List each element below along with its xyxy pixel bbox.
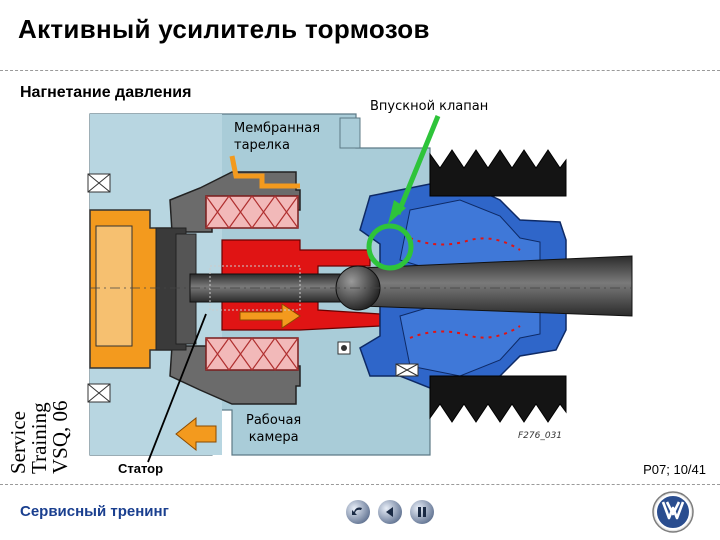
back-button[interactable]	[346, 500, 370, 524]
vw-logo	[652, 491, 694, 533]
stator-leader-line	[147, 313, 207, 463]
side-caption: Service Training VSQ, 06	[6, 400, 72, 474]
orange-cylinder	[87, 173, 173, 403]
prev-icon	[386, 507, 393, 517]
label-diaphragm-plate: Мембранная тарелка	[234, 121, 321, 153]
valve-details	[337, 341, 419, 377]
page-title: Активный усилитель тормозов	[18, 14, 430, 44]
coil-bottom	[205, 337, 299, 371]
footer-title: Сервисный тренинг	[20, 503, 169, 520]
label-stator: Статор	[118, 461, 164, 476]
inlet-valve-highlight	[366, 115, 441, 271]
prev-button[interactable]	[378, 500, 402, 524]
slide-number: P07; 10/41	[643, 462, 706, 477]
flow-arrow	[175, 416, 217, 452]
title-divider	[0, 70, 720, 72]
label-working-chamber: Рабочая камера	[246, 413, 302, 445]
valve-springs	[409, 237, 521, 339]
pause-icon	[418, 507, 426, 517]
push-rod	[90, 255, 633, 317]
bellows-boot	[429, 149, 567, 423]
page-subtitle: Нагнетание давления	[20, 84, 192, 101]
footer-divider	[0, 484, 720, 486]
rewind-icon	[352, 507, 362, 515]
figure-code: F276_031	[518, 431, 563, 441]
label-inlet-valve: Впускной клапан	[370, 99, 489, 114]
pause-button[interactable]	[410, 500, 434, 524]
diaphragm-plate-edge	[229, 155, 300, 189]
coil-top	[205, 195, 299, 229]
